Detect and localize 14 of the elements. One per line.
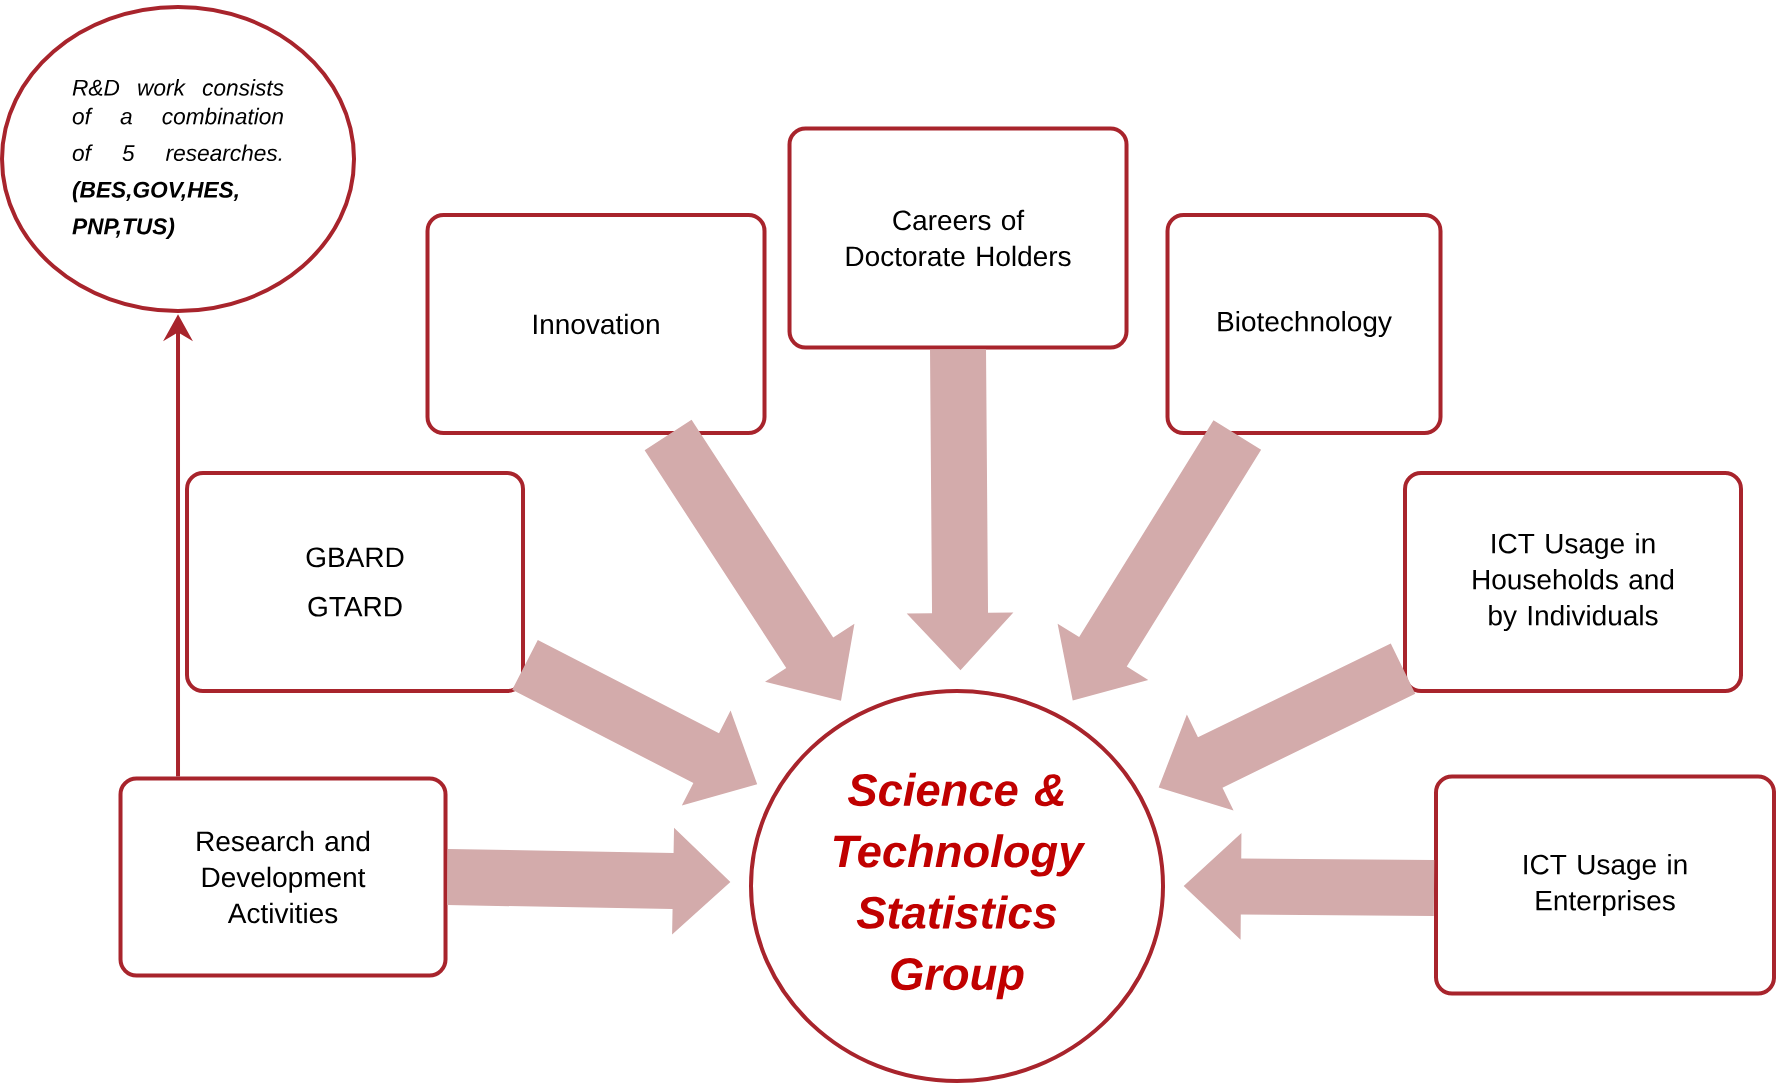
block-arrow [512,640,758,806]
block-arrow [1057,420,1262,701]
topic-box: Research and Development Activities [118,776,448,978]
topic-box: Careers of Doctorate Holders [787,126,1129,350]
block-arrow [1158,643,1416,811]
block-arrow [1183,833,1435,940]
topic-box: ICT Usage in Enterprises [1434,774,1776,996]
topic-box: GBARD GTARD [185,471,525,693]
topic-box: Biotechnology [1165,213,1443,435]
topic-box: Innovation [425,213,767,435]
block-arrow [644,419,855,701]
block-arrow [906,349,1014,671]
block-arrow [447,827,731,935]
topic-box: ICT Usage in Households and by Individuals [1403,471,1743,693]
